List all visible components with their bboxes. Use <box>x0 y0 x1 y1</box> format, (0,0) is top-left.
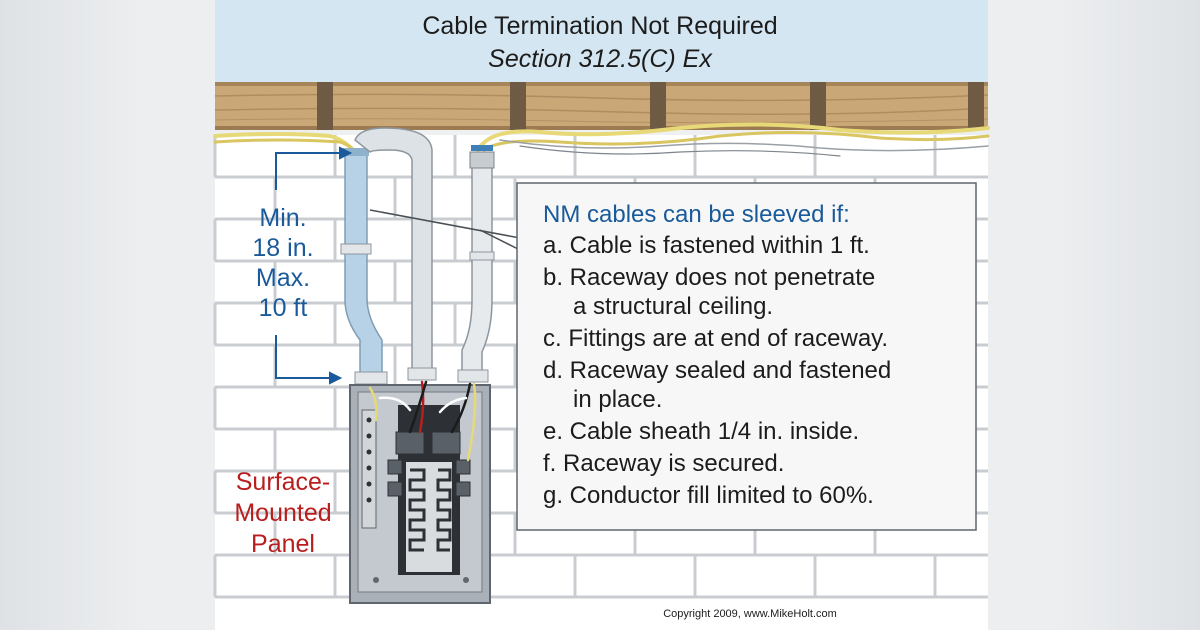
dimension-label: Min. 18 in. Max. 10 ft <box>252 204 313 322</box>
illustration <box>213 0 990 630</box>
panel-label-line: Mounted <box>234 499 331 527</box>
callout-item: c. Fittings are at end of raceway. <box>543 325 888 352</box>
callout-heading: NM cables can be sleeved if: <box>543 201 850 228</box>
callout-item: e. Cable sheath 1/4 in. inside. <box>543 418 859 445</box>
callout-item: in place. <box>573 386 662 413</box>
callout-box <box>516 182 977 531</box>
middle-raceway <box>354 127 437 381</box>
panel-label: Surface- Mounted Panel <box>234 468 331 558</box>
section-reference: Section 312.5(C) Ex <box>488 45 713 73</box>
callout-item: f. Raceway is secured. <box>543 450 784 477</box>
right-raceway <box>457 145 495 383</box>
panel-label-line: Panel <box>251 530 315 558</box>
dimension-label-line: Min. <box>259 204 306 232</box>
callout-item: a structural ceiling. <box>573 293 773 320</box>
dimension-label-line: 10 ft <box>259 294 308 322</box>
callout-item: a. Cable is fastened within 1 ft. <box>543 232 870 259</box>
header-band <box>215 0 988 82</box>
callout-item: g. Conductor fill limited to 60%. <box>543 482 874 509</box>
panel-label-line: Surface- <box>236 468 330 496</box>
dimension-label-line: 18 in. <box>252 234 313 262</box>
surface-mounted-panel <box>349 380 491 604</box>
dimension-arrows <box>275 146 353 385</box>
wood-joist <box>214 82 989 130</box>
nm-cables-ceiling <box>213 122 990 158</box>
callout-text: NM cables can be sleeved if: a. Cable is… <box>543 201 891 509</box>
callout-item: d. Raceway sealed and fastened <box>543 357 891 384</box>
page-title: Cable Termination Not Required <box>422 12 777 40</box>
copyright-notice: Copyright 2009, www.MikeHolt.com <box>663 608 837 620</box>
callout-leaders <box>369 209 521 251</box>
callout-item: b. Raceway does not penetrate <box>543 264 875 291</box>
dimension-label-line: Max. <box>256 264 310 292</box>
